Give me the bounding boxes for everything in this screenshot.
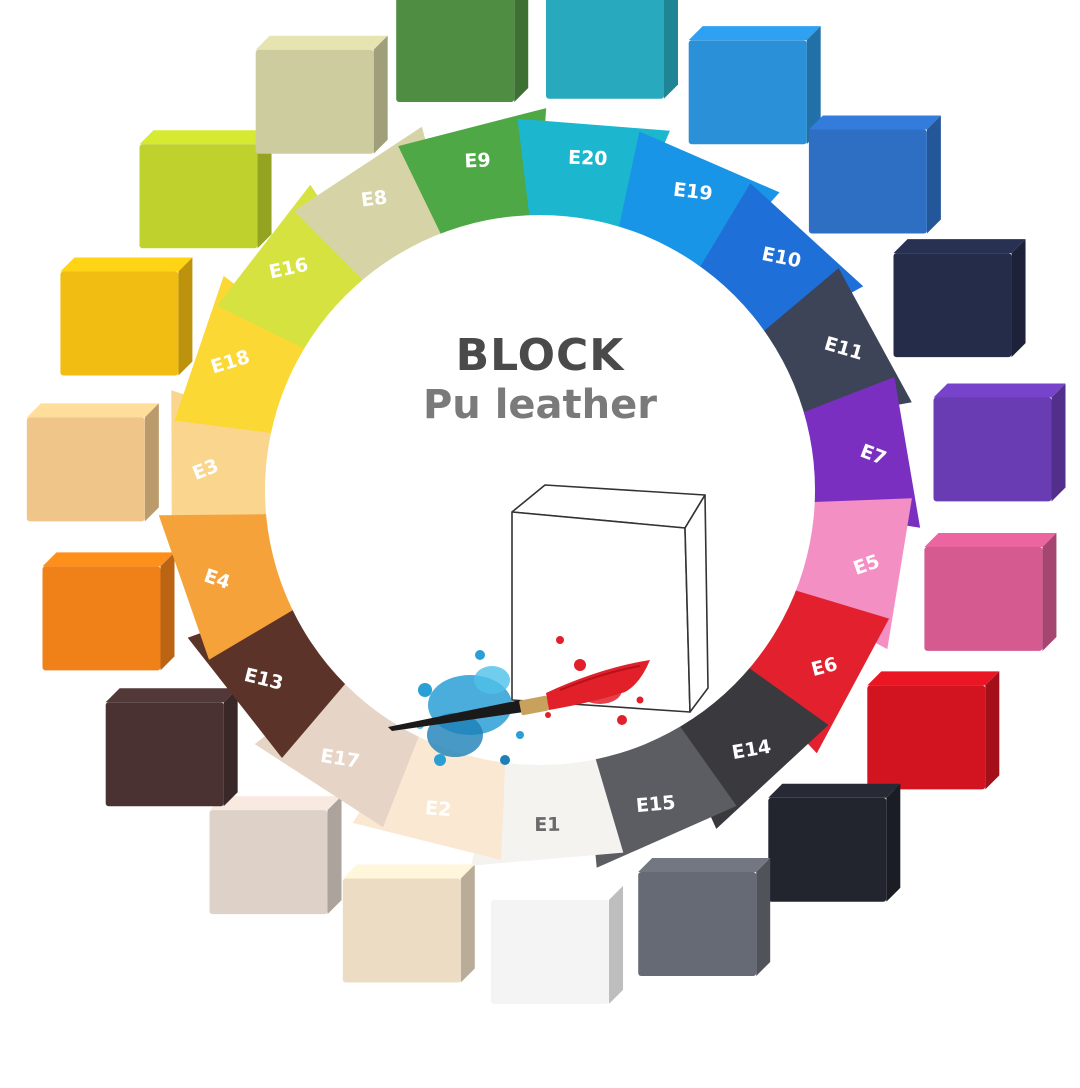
cube-e6-front <box>867 685 986 790</box>
cube-e10-top <box>808 115 941 130</box>
swatch-e19-label: E19 <box>672 179 714 206</box>
cube-e9-front <box>396 0 515 102</box>
cube-e2-side <box>460 864 475 983</box>
cube-e13-side <box>223 688 238 807</box>
swatch-e20-label: E20 <box>568 147 608 170</box>
cube-e10-side <box>926 115 941 234</box>
swatch-e7: E7 <box>785 377 921 528</box>
cube-e1 <box>491 885 624 1004</box>
paint-splash-icon <box>416 636 644 766</box>
cube-e19-front <box>688 40 807 145</box>
cube-e4 <box>42 552 175 671</box>
cube-e4-front <box>42 566 161 671</box>
cube-e1-side <box>609 885 624 1004</box>
cube-e15-side <box>756 857 771 976</box>
cube-e5 <box>924 532 1057 651</box>
cube-e16 <box>139 130 272 249</box>
cube-e6-side <box>985 671 1000 790</box>
cube-e6-top <box>867 671 1000 686</box>
cube-e17-top <box>209 796 342 811</box>
cube-e3-front <box>26 417 145 522</box>
cube-e15 <box>638 857 771 976</box>
cube-e7-side <box>1051 383 1066 502</box>
cube-e6 <box>867 671 1000 790</box>
swatch-e9-label: E9 <box>464 149 491 172</box>
cube-e11 <box>893 239 1026 358</box>
cube-e16-front <box>139 144 258 249</box>
cube-e11-side <box>1011 239 1026 358</box>
cube-e14-front <box>768 797 887 902</box>
cube-e17-front <box>209 810 328 915</box>
paintbrush-icon <box>388 660 650 731</box>
cube-e19-top <box>688 26 821 41</box>
cube-e18-top <box>60 257 193 272</box>
cube-e10-front <box>808 129 927 234</box>
cube-e9 <box>396 0 529 102</box>
swatch-e1-band <box>471 740 624 866</box>
cube-e18-front <box>60 271 179 376</box>
cube-e14 <box>768 783 901 902</box>
cube-e16-top <box>139 130 272 145</box>
cube-e2 <box>342 864 475 983</box>
cube-e3-side <box>144 403 159 522</box>
cube-e5-side <box>1042 532 1057 651</box>
cube-e18 <box>60 257 193 376</box>
swatch-e8-label: E8 <box>360 186 389 211</box>
cube-e9-side <box>514 0 529 102</box>
swatch-e1-label: E1 <box>534 814 560 836</box>
cube-e19-side <box>806 26 821 145</box>
cube-e16-side <box>257 130 272 249</box>
cube-e2-top <box>342 864 475 879</box>
cube-e20-side <box>663 0 678 99</box>
swatch-e9: E9 <box>398 108 547 252</box>
cube-e2-front <box>342 878 461 983</box>
cube-e5-front <box>924 546 1043 651</box>
cube-e13-top <box>105 688 238 703</box>
cube-e8 <box>255 35 388 154</box>
cube-e20 <box>546 0 678 99</box>
cube-e15-top <box>638 857 771 872</box>
cube-e7-top <box>933 383 1066 398</box>
cube-e13-front <box>105 702 224 807</box>
swatch-e1: E1 <box>471 740 624 866</box>
cube-e19 <box>688 26 821 145</box>
cube-e4-top <box>42 552 175 567</box>
cube-e20-front <box>546 0 664 99</box>
cube-e8-top <box>255 35 388 50</box>
cube-e11-front <box>893 253 1012 358</box>
cube-e3 <box>26 403 159 522</box>
cube-e11-top <box>893 239 1026 254</box>
cube-e10 <box>808 115 941 234</box>
cube-e13 <box>105 688 238 807</box>
swatch-e2-label: E2 <box>424 797 452 821</box>
swatch-e15-label: E15 <box>635 792 676 817</box>
cube-e7-front <box>933 397 1052 502</box>
cube-e14-side <box>886 783 901 902</box>
cube-e7 <box>933 383 1066 502</box>
swatch-e7-band <box>785 377 921 528</box>
cube-e14-top <box>768 783 901 798</box>
cube-e8-side <box>373 35 388 154</box>
cube-e4-side <box>160 552 175 671</box>
cube-e8-front <box>255 49 374 154</box>
cube-e1-front <box>491 899 609 1004</box>
cube-ring <box>26 0 1066 1004</box>
cube-e18-side <box>178 257 193 376</box>
cube-e17-side <box>327 796 342 915</box>
cube-e1-top <box>491 885 624 900</box>
swatch-e9-band <box>398 108 547 252</box>
cube-e5-top <box>924 532 1057 547</box>
cube-e3-top <box>26 403 159 418</box>
cube-e17 <box>209 796 342 915</box>
cube-e15-front <box>638 872 757 976</box>
